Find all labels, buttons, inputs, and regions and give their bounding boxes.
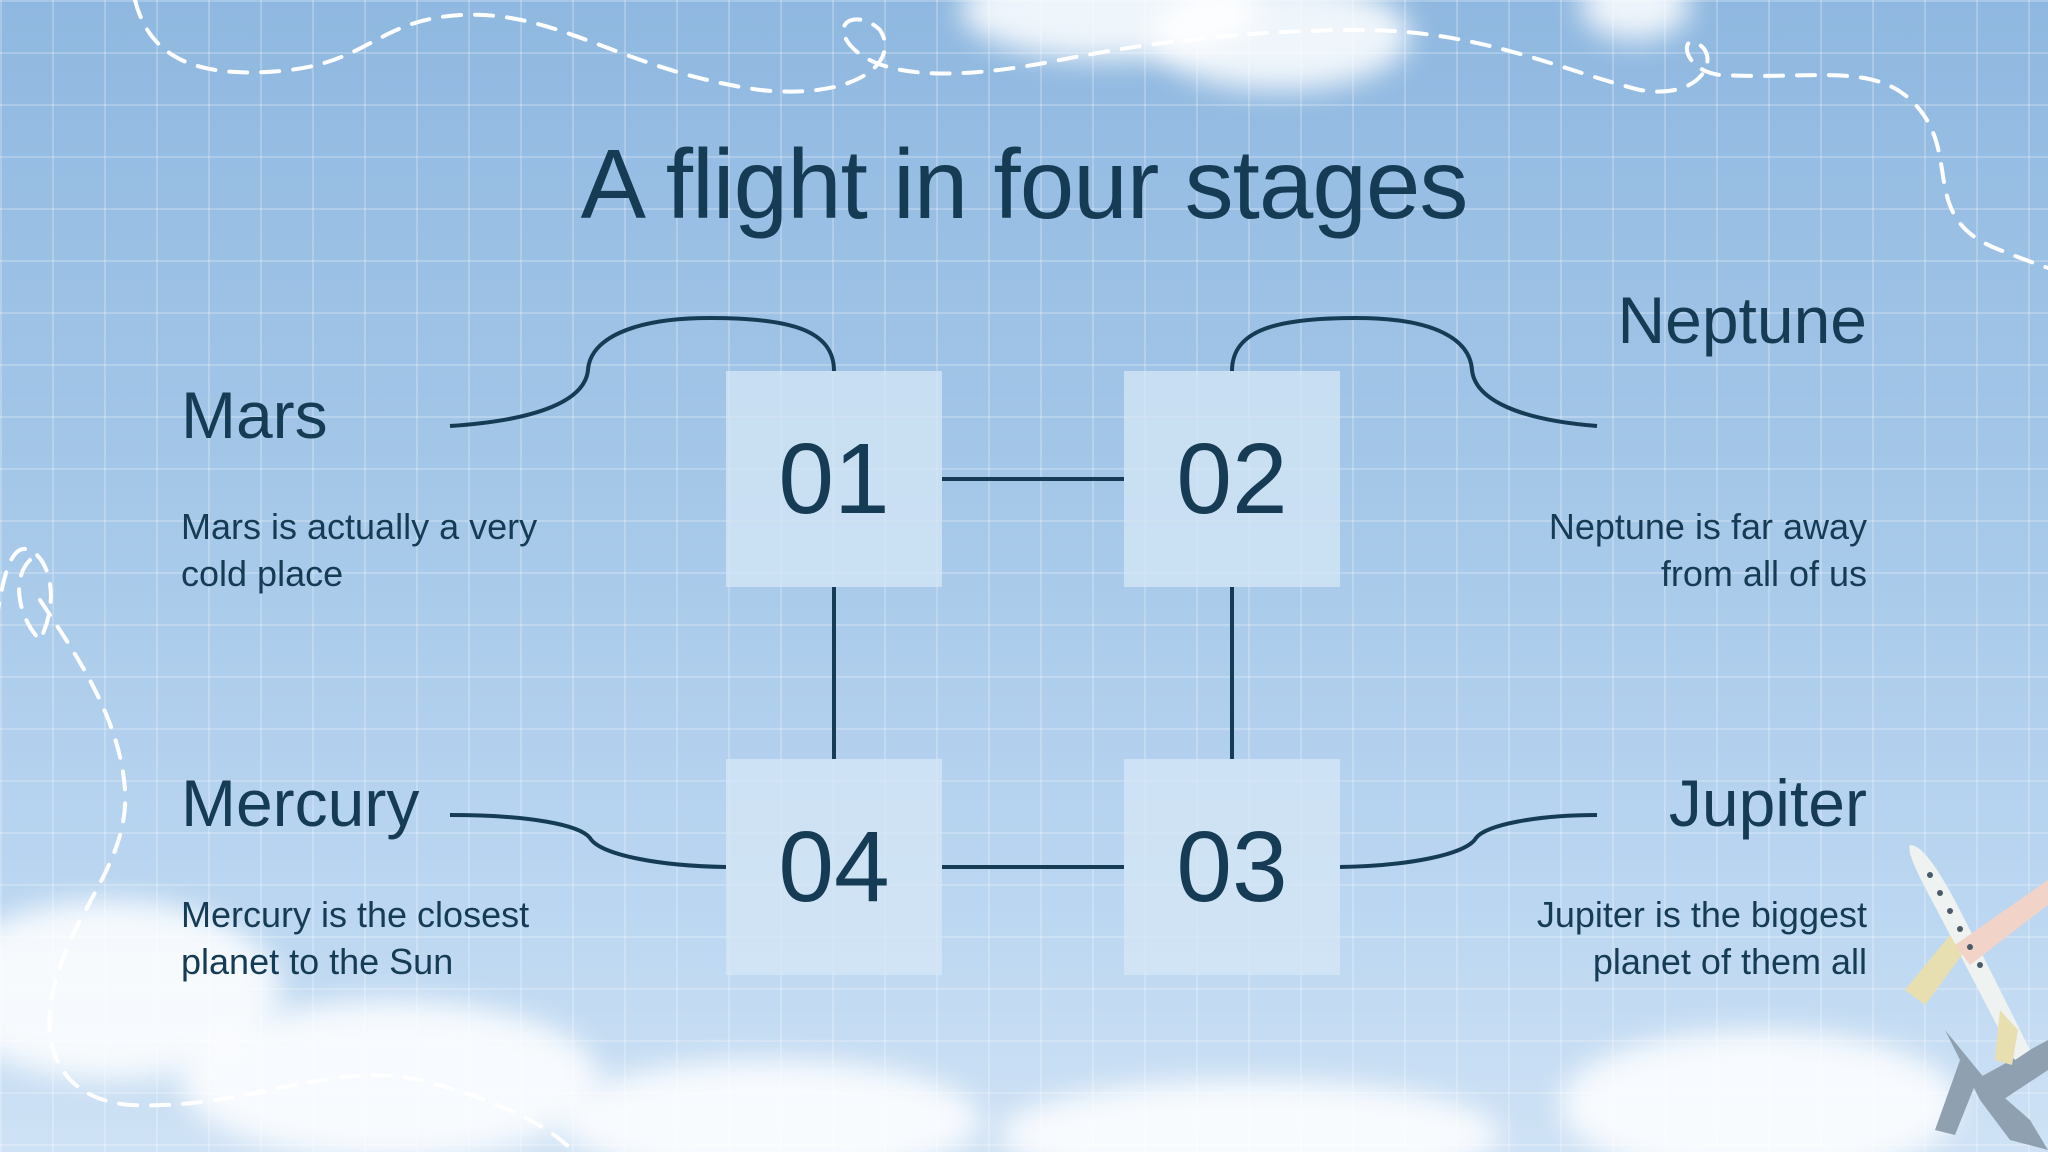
stage-number-02: 02 xyxy=(1124,371,1340,587)
slide-title: A flight in four stages xyxy=(580,129,1469,239)
stage-number-04: 04 xyxy=(726,759,942,975)
stage-text-mars: Mars is actually a very cold place xyxy=(181,506,538,594)
stage-text-mercury: Mercury is the closest planet to the Sun xyxy=(181,894,530,982)
stage-number-03: 03 xyxy=(1124,759,1340,975)
stage-heading-mercury: Mercury xyxy=(181,766,420,840)
stage-heading-neptune: Neptune xyxy=(1617,283,1867,357)
stage-heading-jupiter: Jupiter xyxy=(1668,766,1867,840)
cloud-shape xyxy=(1560,1030,1960,1152)
airplane-shadow-icon xyxy=(1935,1030,2048,1150)
stage-number-01: 01 xyxy=(726,371,942,587)
cloud-shape xyxy=(560,1060,980,1152)
stage-heading-mars: Mars xyxy=(181,378,328,452)
cloud-shape xyxy=(1150,0,1410,90)
stage-text-jupiter: Jupiter is the biggest planet of them al… xyxy=(1536,894,1867,982)
stage-text-neptune: Neptune is far away from all of us xyxy=(1548,506,1867,594)
